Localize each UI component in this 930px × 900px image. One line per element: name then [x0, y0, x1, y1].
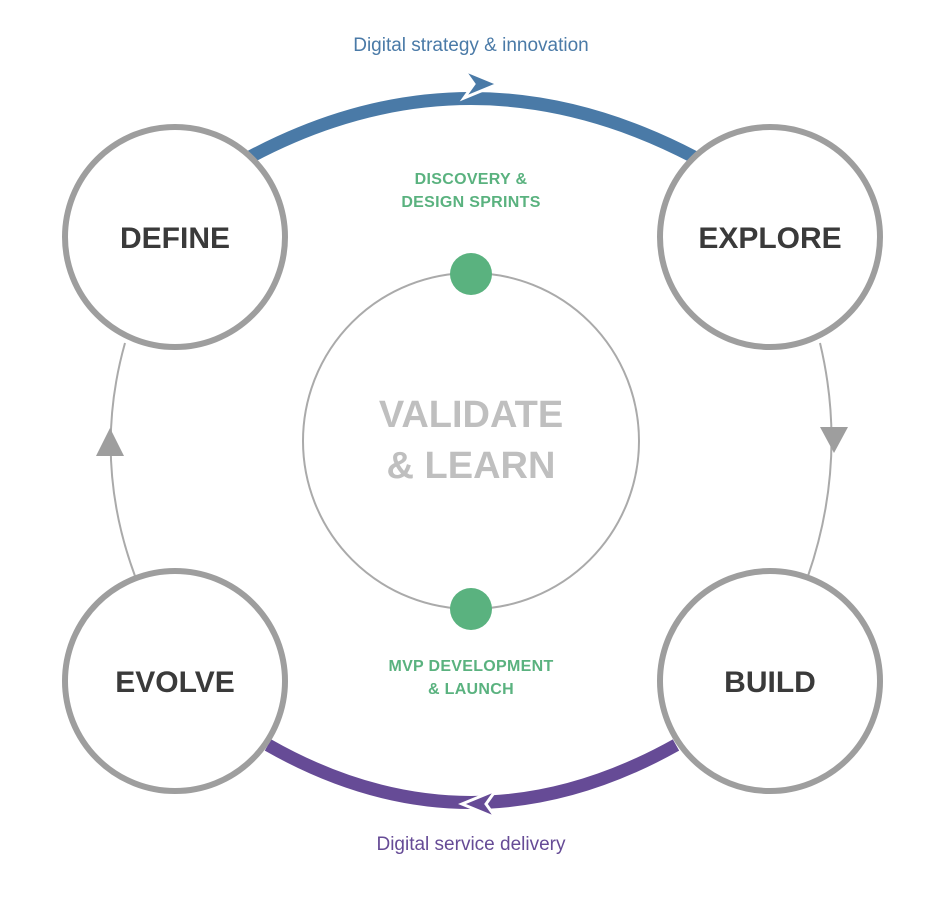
top-green-dot [450, 253, 492, 295]
bottom-flow-label: Digital service delivery [376, 834, 566, 855]
up-arrow-icon [96, 428, 124, 456]
inner-bottom-label-line2: & LAUNCH [428, 681, 514, 698]
inner-top-label-line1: DISCOVERY & [415, 171, 528, 188]
right-arrow-icon [459, 66, 502, 102]
top-flow-label: Digital strategy & innovation [353, 35, 589, 56]
left-arrow-icon [458, 786, 501, 822]
bottom-green-dot [450, 588, 492, 630]
evolve-circle [62, 568, 288, 794]
evolve-label: EVOLVE [115, 666, 234, 699]
top-strategy-arc [246, 92, 698, 163]
center-label-line2: & LEARN [387, 445, 556, 487]
inner-bottom-label-line1: MVP DEVELOPMENT [388, 658, 553, 675]
build-label: BUILD [724, 666, 816, 699]
build-circle [657, 568, 883, 794]
center-label-line1: VALIDATE [379, 394, 563, 436]
inner-top-label-line2: DESIGN SPRINTS [401, 194, 540, 211]
center-circle [302, 272, 640, 610]
define-circle [62, 124, 288, 350]
explore-circle [657, 124, 883, 350]
right-connector-arc [807, 342, 833, 577]
bottom-delivery-arc [264, 739, 680, 809]
define-label: DEFINE [120, 222, 230, 255]
left-connector-arc [109, 342, 136, 577]
down-arrow-icon [820, 427, 848, 453]
explore-label: EXPLORE [698, 222, 841, 255]
